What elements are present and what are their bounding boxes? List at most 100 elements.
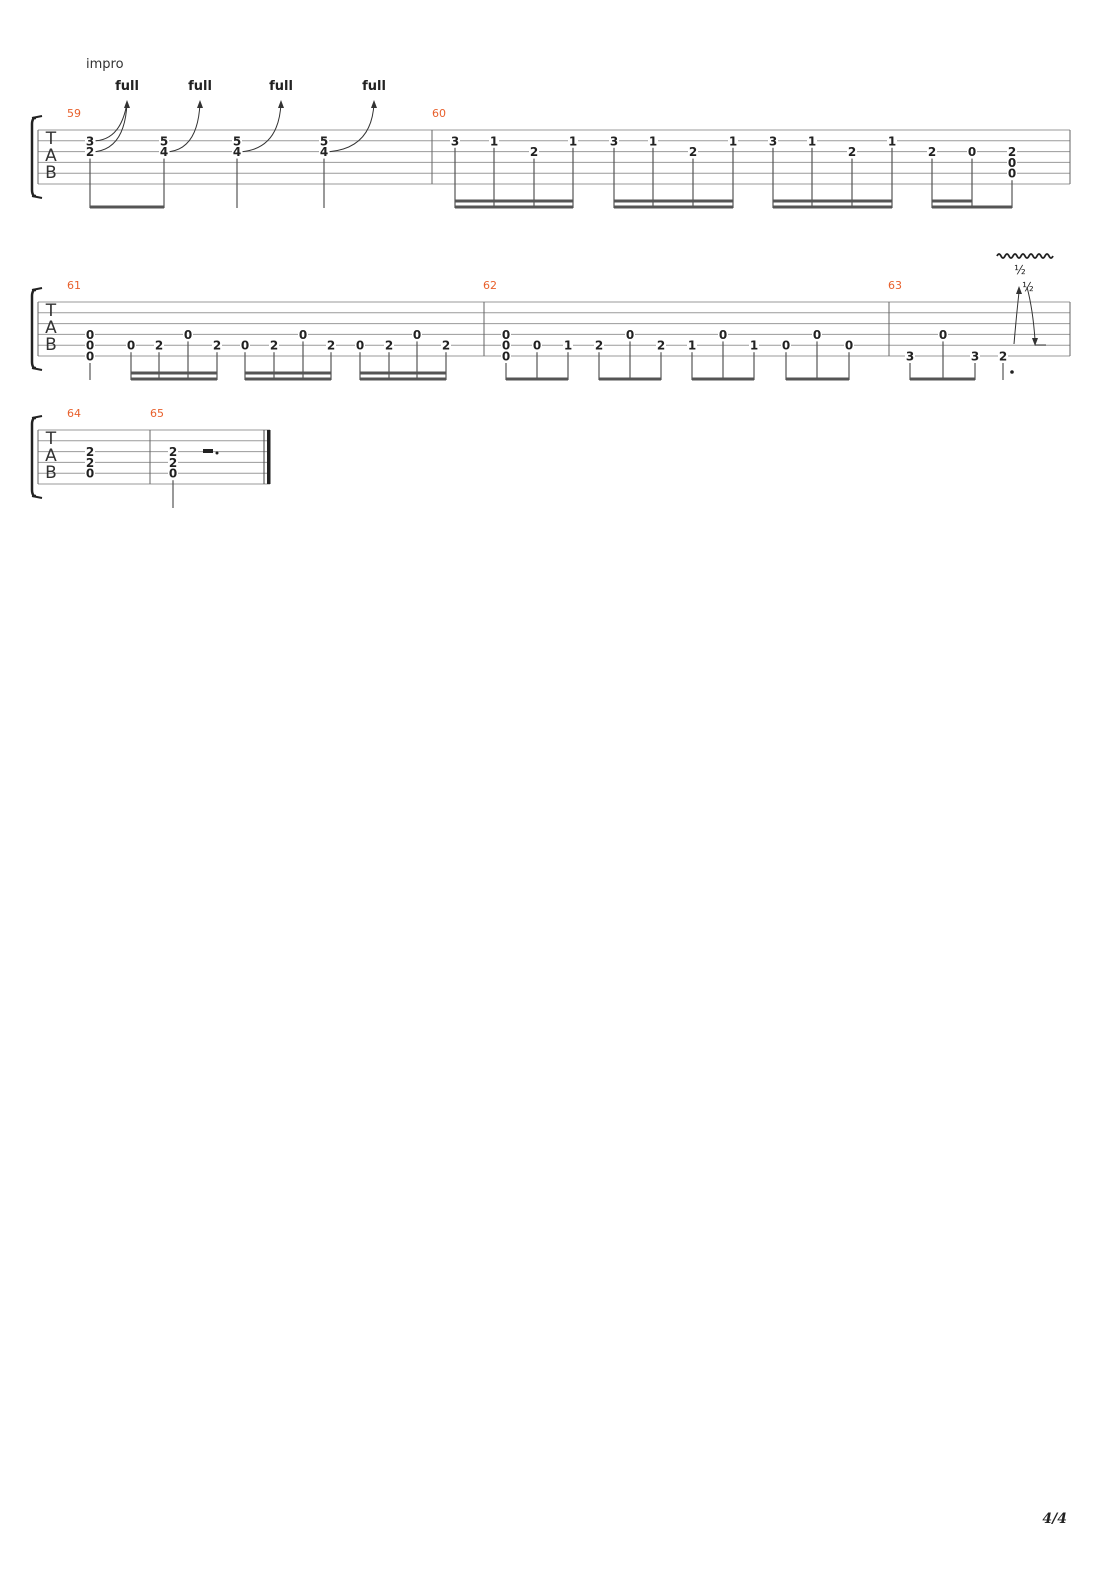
fret-number: 2: [689, 145, 697, 159]
fret-bg: [326, 339, 336, 352]
fret-bg: [412, 328, 422, 341]
fret-bg: [183, 328, 193, 341]
final-barline-thick: [267, 430, 271, 484]
fret-bg: [85, 445, 95, 458]
note-beam: [773, 205, 892, 209]
fret-number: 0: [502, 350, 510, 364]
tab-clef-letter: A: [45, 318, 57, 338]
fret-number: 0: [1008, 167, 1016, 181]
fret-number: 3: [971, 350, 979, 364]
fret-number: 2: [442, 339, 450, 353]
note-beam: [455, 205, 573, 209]
fret-bg: [168, 456, 178, 469]
fret-bg: [501, 350, 511, 362]
fret-number: 2: [848, 145, 856, 159]
fret-bg: [970, 350, 980, 362]
note-beam: [455, 199, 573, 203]
fret-bg: [232, 145, 242, 158]
fret-number: 0: [845, 339, 853, 353]
bend-curve: [169, 102, 201, 153]
page-number: 4/4: [1042, 1511, 1067, 1527]
fret-number: 5: [320, 134, 328, 148]
note-beam: [131, 371, 217, 375]
bend-label: full: [188, 79, 212, 94]
fret-number: 1: [490, 134, 498, 148]
fret-bg: [563, 339, 573, 352]
score-text-mark: ½: [1014, 263, 1026, 277]
fret-bg: [168, 445, 178, 458]
fret-bg: [749, 339, 759, 352]
note-beam: [245, 371, 331, 375]
fret-number: 0: [1008, 156, 1016, 170]
fret-number: 0: [968, 145, 976, 159]
fret-number: 2: [169, 445, 177, 459]
fret-number: 0: [169, 467, 177, 481]
fret-number: 2: [270, 339, 278, 353]
note-beam: [932, 199, 972, 203]
fret-bg: [998, 350, 1008, 362]
bend-arrow: [197, 100, 203, 108]
fret-bg: [154, 339, 164, 352]
note-beam: [360, 371, 446, 375]
note-beam: [614, 199, 733, 203]
bend-arrow: [278, 100, 284, 108]
fret-number: 0: [86, 328, 94, 342]
note-beam: [910, 377, 975, 381]
fret-bg: [501, 339, 511, 352]
fret-number: 1: [688, 339, 696, 353]
fret-number: 1: [808, 134, 816, 148]
fret-bg: [168, 467, 178, 480]
fret-number: 0: [356, 339, 364, 353]
fret-number: 1: [564, 339, 572, 353]
fret-number: 0: [502, 339, 510, 353]
fret-number: 4: [160, 145, 168, 159]
tab-clef-letter: B: [45, 463, 57, 483]
note-beam: [786, 377, 849, 381]
system-bracket: [30, 116, 36, 198]
fret-number: 2: [1008, 145, 1016, 159]
fret-number: 0: [502, 328, 510, 342]
fret-number: 0: [813, 328, 821, 342]
measure-number: 60: [432, 107, 446, 120]
fret-bg: [625, 328, 635, 341]
bend-arrow: [124, 100, 130, 108]
fret-number: 1: [729, 134, 737, 148]
measure-number: 63: [888, 279, 902, 292]
fret-number: 2: [213, 339, 221, 353]
fret-bg: [938, 328, 948, 341]
fret-bg: [85, 350, 95, 362]
fret-bg: [728, 134, 738, 147]
fret-bg: [384, 339, 394, 352]
fret-number: 0: [719, 328, 727, 342]
tab-clef-letter: B: [45, 335, 57, 355]
fret-bg: [718, 328, 728, 341]
fret-number: 5: [160, 134, 168, 148]
fret-bg: [240, 339, 250, 352]
fret-number: 2: [155, 339, 163, 353]
fret-number: 2: [595, 339, 603, 353]
note-beam: [131, 377, 217, 381]
fret-bg: [441, 339, 451, 352]
note-beam: [245, 377, 331, 381]
fret-number: 0: [184, 328, 192, 342]
fret-number: 3: [906, 350, 914, 364]
bracket-top-hook: [31, 115, 43, 119]
fret-bg: [807, 134, 817, 147]
bracket-top-hook: [31, 287, 43, 291]
fret-number: 0: [86, 339, 94, 353]
fret-bg: [1007, 156, 1017, 169]
note-beam: [90, 205, 164, 209]
fret-bg: [905, 350, 915, 362]
fret-number: 2: [86, 456, 94, 470]
fret-bg: [501, 328, 511, 341]
fret-number: 0: [86, 350, 94, 364]
fret-bg: [126, 339, 136, 352]
measure-number: 65: [150, 407, 164, 420]
